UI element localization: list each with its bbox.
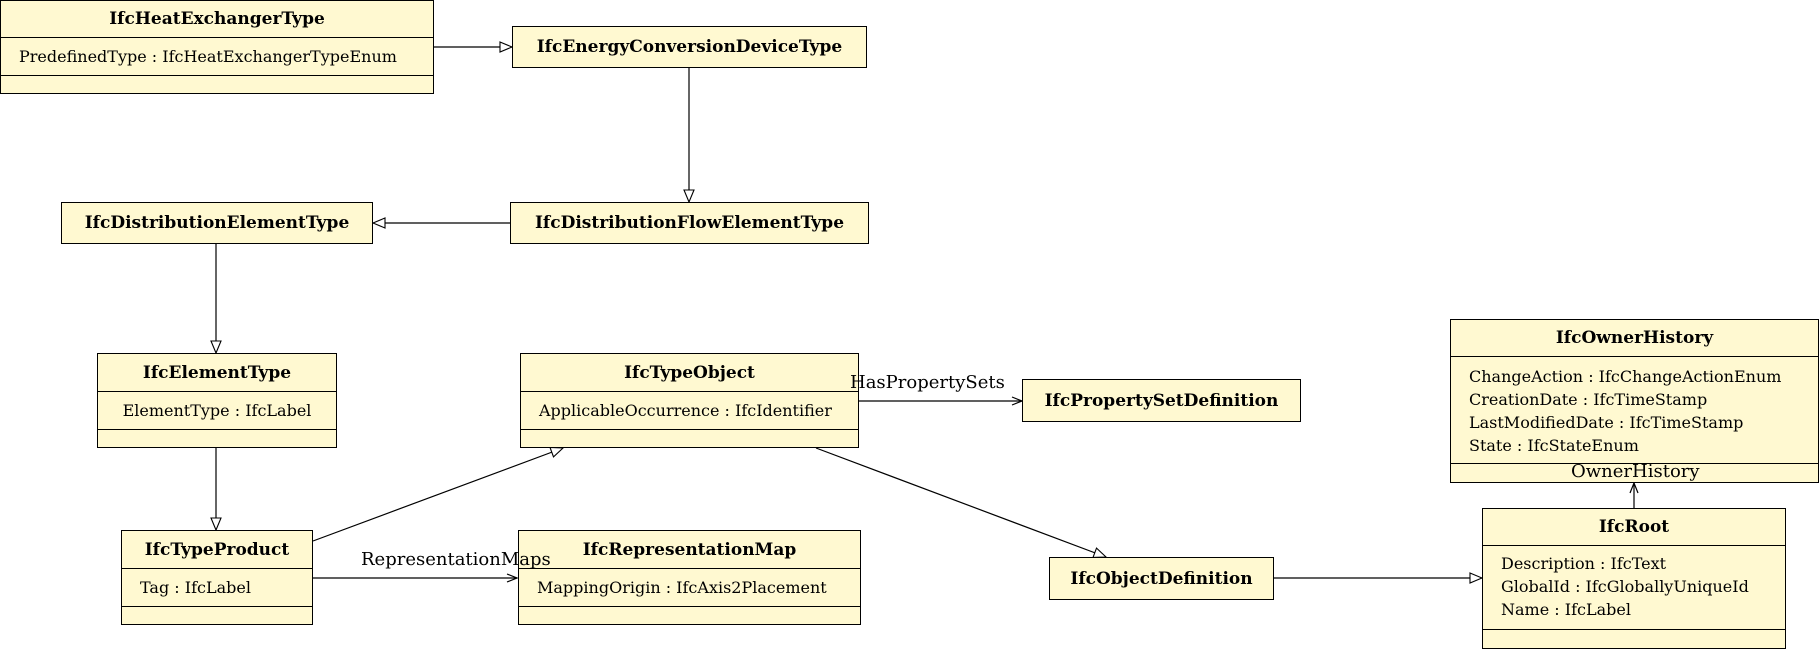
class-ifc-energy-conversion-device-type[interactable]: IfcEnergyConversionDeviceType bbox=[512, 26, 867, 68]
class-operations bbox=[519, 606, 860, 624]
class-attributes: Description : IfcText GlobalId : IfcGlob… bbox=[1483, 545, 1785, 629]
class-name: IfcElementType bbox=[142, 362, 292, 383]
attribute: MappingOrigin : IfcAxis2Placement bbox=[537, 578, 827, 597]
class-ifc-heat-exchanger-type[interactable]: IfcHeatExchangerType PredefinedType : If… bbox=[0, 0, 434, 94]
class-operations bbox=[98, 429, 336, 447]
attribute: LastModifiedDate : IfcTimeStamp bbox=[1469, 413, 1744, 432]
class-ifc-object-definition[interactable]: IfcObjectDefinition bbox=[1049, 557, 1274, 600]
class-attributes: ElementType : IfcLabel bbox=[98, 391, 336, 429]
class-operations bbox=[521, 429, 858, 447]
attribute: Name : IfcLabel bbox=[1501, 600, 1631, 619]
attribute: State : IfcStateEnum bbox=[1469, 436, 1639, 455]
class-ifc-property-set-definition[interactable]: IfcPropertySetDefinition bbox=[1022, 379, 1301, 422]
class-ifc-owner-history[interactable]: IfcOwnerHistory ChangeAction : IfcChange… bbox=[1450, 319, 1819, 483]
class-attributes: Tag : IfcLabel bbox=[122, 568, 312, 606]
attribute: CreationDate : IfcTimeStamp bbox=[1469, 390, 1708, 409]
class-name: IfcPropertySetDefinition bbox=[1044, 390, 1279, 411]
attribute: ChangeAction : IfcChangeActionEnum bbox=[1469, 367, 1782, 386]
class-name: IfcDistributionFlowElementType bbox=[534, 213, 845, 233]
association-label-representation-maps: RepresentationMaps bbox=[361, 549, 551, 570]
class-ifc-type-object[interactable]: IfcTypeObject ApplicableOccurrence : Ifc… bbox=[520, 353, 859, 448]
attribute: GlobalId : IfcGloballyUniqueId bbox=[1501, 577, 1749, 596]
attribute: PredefinedType : IfcHeatExchangerTypeEnu… bbox=[19, 47, 397, 66]
class-name: IfcTypeProduct bbox=[144, 539, 290, 560]
class-operations bbox=[1483, 629, 1785, 647]
class-ifc-representation-map[interactable]: IfcRepresentationMap MappingOrigin : Ifc… bbox=[518, 530, 861, 625]
generalization-type-object-to-object-definition bbox=[815, 447, 1106, 557]
class-name: IfcEnergyConversionDeviceType bbox=[536, 37, 843, 57]
class-ifc-distribution-element-type[interactable]: IfcDistributionElementType bbox=[61, 202, 373, 244]
class-ifc-root[interactable]: IfcRoot Description : IfcText GlobalId :… bbox=[1482, 508, 1786, 649]
association-label-owner-history: OwnerHistory bbox=[1571, 461, 1700, 482]
class-attributes: ApplicableOccurrence : IfcIdentifier bbox=[521, 391, 858, 429]
class-name: IfcRoot bbox=[1598, 517, 1670, 537]
class-attributes: PredefinedType : IfcHeatExchangerTypeEnu… bbox=[1, 37, 433, 75]
attribute: Tag : IfcLabel bbox=[140, 578, 251, 597]
class-ifc-distribution-flow-element-type[interactable]: IfcDistributionFlowElementType bbox=[510, 202, 869, 244]
class-attributes: ChangeAction : IfcChangeActionEnum Creat… bbox=[1451, 356, 1818, 482]
attribute: Description : IfcText bbox=[1501, 554, 1667, 573]
class-ifc-element-type[interactable]: IfcElementType ElementType : IfcLabel bbox=[97, 353, 337, 448]
class-name: IfcDistributionElementType bbox=[84, 213, 350, 233]
class-ifc-type-product[interactable]: IfcTypeProduct Tag : IfcLabel bbox=[121, 530, 313, 625]
class-operations bbox=[122, 606, 312, 624]
attribute: ElementType : IfcLabel bbox=[122, 401, 312, 420]
class-name: IfcRepresentationMap bbox=[582, 539, 797, 560]
class-name: IfcOwnerHistory bbox=[1555, 328, 1714, 348]
generalization-type-product-to-type-object bbox=[312, 448, 563, 542]
class-name: IfcObjectDefinition bbox=[1070, 568, 1253, 589]
class-operations bbox=[1, 75, 433, 93]
class-name: IfcTypeObject bbox=[624, 362, 755, 383]
association-label-has-property-sets: HasPropertySets bbox=[850, 372, 1005, 393]
class-operations bbox=[1450, 463, 1819, 465]
attribute: ApplicableOccurrence : IfcIdentifier bbox=[539, 401, 832, 420]
class-name: IfcHeatExchangerType bbox=[109, 9, 325, 29]
class-attributes: MappingOrigin : IfcAxis2Placement bbox=[519, 568, 860, 606]
